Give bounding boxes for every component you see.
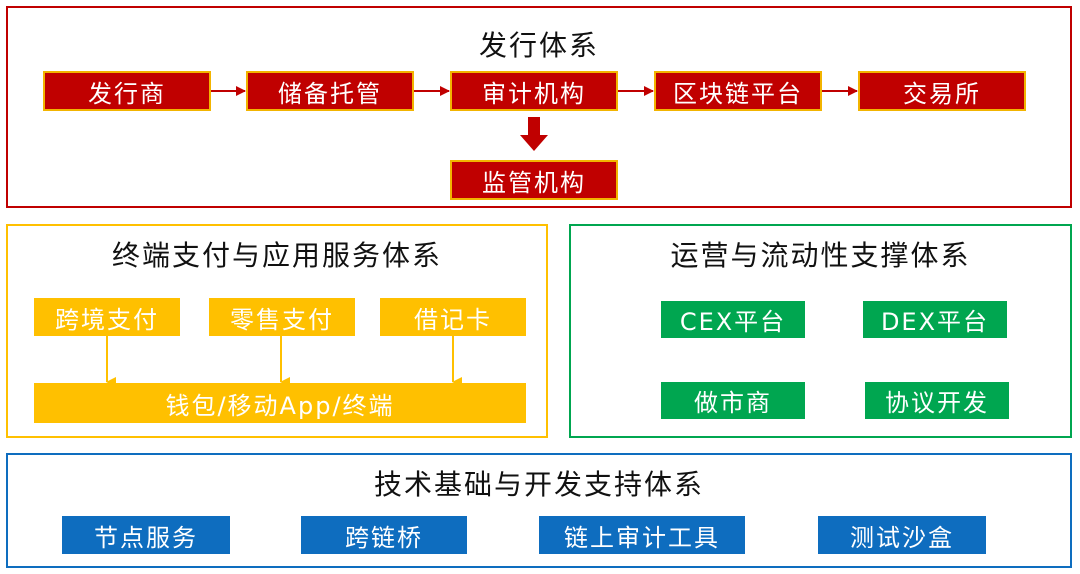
cross-chain-bridge-box: 跨链桥 <box>301 516 467 554</box>
dex-platform-box: DEX平台 <box>863 301 1007 338</box>
market-maker-box: 做市商 <box>661 382 805 419</box>
reserve-custody-box: 储备托管 <box>246 71 414 111</box>
onchain-audit-tool-box: 链上审计工具 <box>539 516 745 554</box>
arrow-audit-to-regulator <box>520 117 548 151</box>
liquidity-title: 运营与流动性支撑体系 <box>670 239 971 272</box>
cex-platform-box: CEX平台 <box>661 301 805 338</box>
audit-agency-box: 审计机构 <box>450 71 618 111</box>
cross-border-payment-box: 跨境支付 <box>34 298 180 336</box>
issuer-box: 发行商 <box>43 71 211 111</box>
retail-payment-box: 零售支付 <box>209 298 355 336</box>
wallet-app-terminal-box: 钱包/移动App/终端 <box>34 383 526 423</box>
tech-title: 技术基础与开发支持体系 <box>373 468 704 501</box>
debit-card-box: 借记卡 <box>380 298 526 336</box>
node-service-box: 节点服务 <box>62 516 230 554</box>
regulator-box: 监管机构 <box>450 160 618 200</box>
issuance-title: 发行体系 <box>478 29 599 62</box>
test-sandbox-box: 测试沙盒 <box>818 516 986 554</box>
protocol-development-box: 协议开发 <box>865 382 1009 419</box>
blockchain-platform-box: 区块链平台 <box>654 71 822 111</box>
exchange-box: 交易所 <box>858 71 1026 111</box>
payment-title: 终端支付与应用服务体系 <box>111 239 442 272</box>
